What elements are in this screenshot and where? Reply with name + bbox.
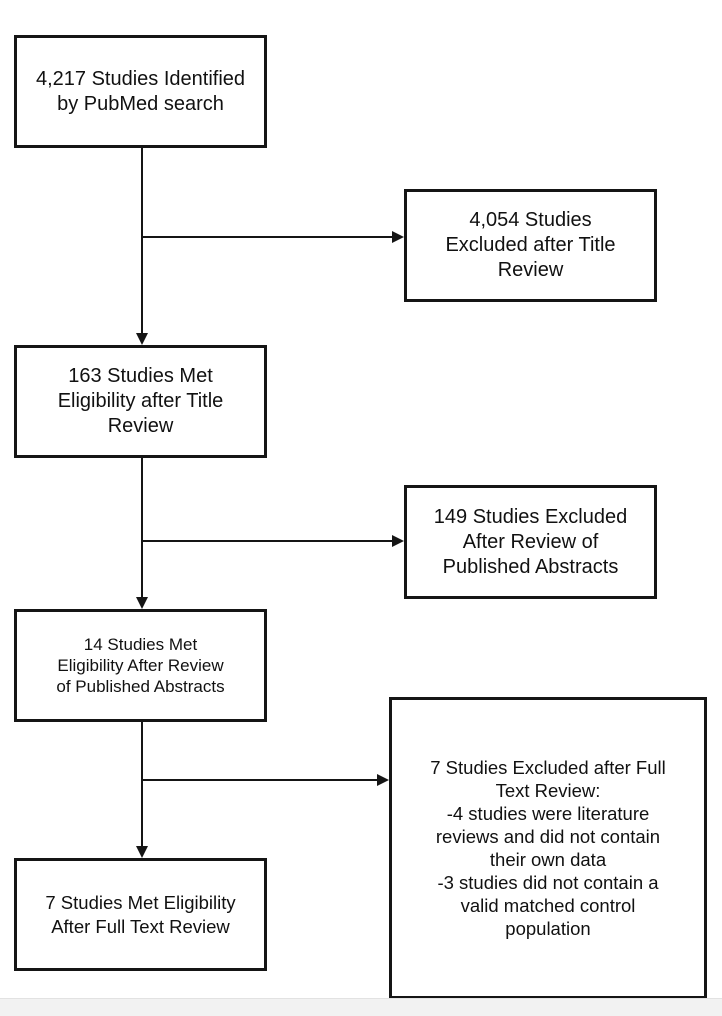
bottom-edge: [0, 998, 722, 1016]
identified-box: 4,217 Studies Identified by PubMed searc…: [14, 35, 267, 148]
met-abstracts-label: 14 Studies Met Eligibility After Review …: [56, 634, 225, 697]
identified-label: 4,217 Studies Identified by PubMed searc…: [35, 67, 246, 115]
excluded-fulltext-label: 7 Studies Excluded after Full Text Revie…: [430, 756, 666, 940]
excluded-title-label: 4,054 Studies Excluded after Title Revie…: [445, 209, 616, 281]
met-fulltext-label: 7 Studies Met Eligibility After Full Tex…: [45, 892, 236, 937]
met-abstracts-box: 14 Studies Met Eligibility After Review …: [14, 609, 267, 722]
excluded-fulltext-box: 7 Studies Excluded after Full Text Revie…: [389, 697, 707, 999]
excluded-title-box: 4,054 Studies Excluded after Title Revie…: [404, 189, 657, 302]
met-title-label: 163 Studies Met Eligibility after Title …: [57, 365, 224, 437]
excluded-abstracts-box: 149 Studies Excluded After Review of Pub…: [404, 485, 657, 599]
met-fulltext-box: 7 Studies Met Eligibility After Full Tex…: [14, 858, 267, 971]
excluded-abstracts-label: 149 Studies Excluded After Review of Pub…: [433, 505, 628, 578]
met-title-box: 163 Studies Met Eligibility after Title …: [14, 345, 267, 458]
